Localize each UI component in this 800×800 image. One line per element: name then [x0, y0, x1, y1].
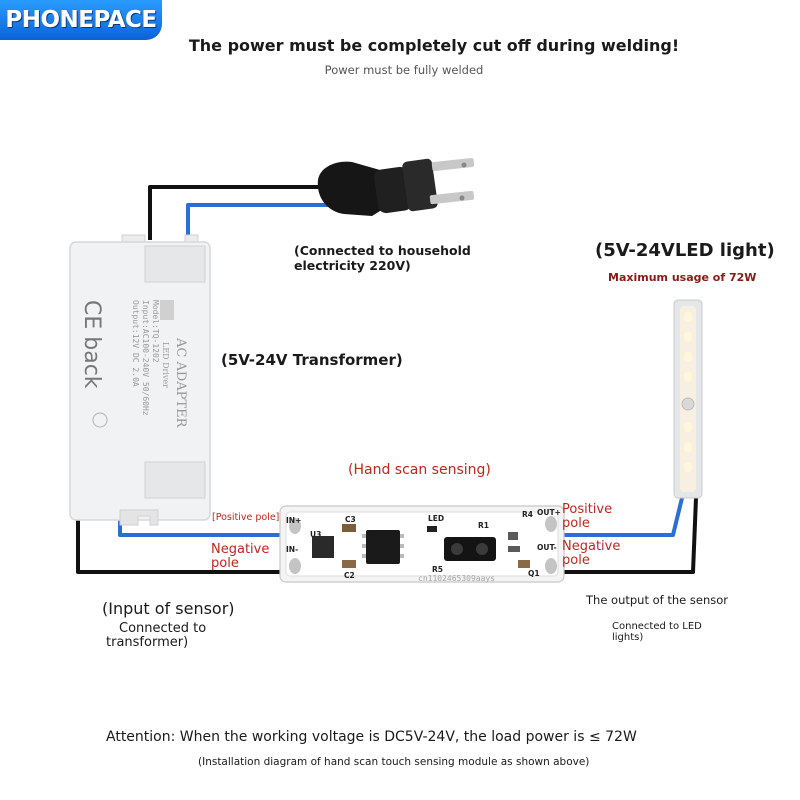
transformer-model: Model:TQ-1202 [151, 300, 160, 363]
transformer-input: Input:AC100-240V 50/60Hz [141, 300, 150, 416]
input-negative-line2: pole [211, 556, 239, 571]
pcb-in-minus: IN- [286, 545, 299, 554]
pcb-out-minus: OUT- [537, 543, 557, 552]
transformer-body [69, 234, 211, 526]
transformer-ce-back: CE back [79, 300, 104, 389]
output-wire-positive [563, 497, 684, 537]
plug-cable-blue [186, 203, 343, 240]
hand-scan-label: (Hand scan sensing) [348, 462, 491, 478]
sensor-input-line2: Connected to [119, 621, 207, 636]
sensor-output-line1: The output of the sensor [586, 593, 729, 607]
page-title: The power must be completely cut off dur… [188, 36, 680, 55]
input-negative-label: Negative pole [211, 543, 269, 571]
output-positive-line2: pole [562, 516, 590, 531]
transformer-output: Output:12V DC 2.0A [131, 300, 140, 387]
transformer-print: CE back AC ADAPTER LED Driver Model:TQ-1… [79, 300, 188, 429]
output-negative-line1: Negative [562, 539, 621, 554]
output-negative-line2: pole [562, 553, 590, 568]
plug-cable-black [148, 185, 343, 240]
sensor-input-line1: (Input of sensor) [102, 599, 235, 618]
pcb-c3: C3 [345, 515, 356, 524]
pcb-r5: R5 [432, 565, 443, 574]
page-subtitle: Power must be fully welded [324, 63, 484, 77]
sensor-output-caption: The output of the sensor Connected to LE… [586, 593, 729, 644]
brand-name: PHONEPACE [5, 7, 157, 33]
plug-label-line2: electricity 220V) [294, 258, 411, 273]
sensor-pcb [279, 505, 565, 583]
pcb-r1: R1 [478, 521, 489, 530]
transformer-label: (5V-24V Transformer) [221, 351, 403, 369]
plug-label: (Connected to household electricity 220V… [294, 243, 471, 273]
pcb-c2: C2 [344, 571, 355, 580]
sensor-input-line3: transformer) [106, 635, 189, 650]
input-wire-negative [76, 505, 283, 574]
output-negative-label: Negative pole [562, 540, 620, 568]
output-positive-line1: Positive [562, 502, 613, 517]
led-light-label: (5V-24VLED light) [595, 240, 775, 261]
plug-label-line1: (Connected to household [294, 243, 471, 258]
sensor-input-caption: (Input of sensor) Connected to transform… [102, 599, 235, 650]
pcb-led: LED [428, 514, 445, 523]
transformer-led-driver: LED Driver [161, 342, 170, 388]
sensor-output-line3: lights) [612, 632, 644, 643]
input-positive-label: [Positive pole] [212, 512, 280, 523]
attention-note: Attention: When the working voltage is D… [106, 729, 637, 745]
pcb-u3: U3 [310, 530, 322, 539]
sensor-output-line2: Connected to LED [612, 621, 702, 632]
pcb-q1: Q1 [528, 569, 540, 578]
power-plug [317, 158, 475, 216]
installation-note: (Installation diagram of hand scan touch… [198, 756, 590, 768]
pcb-watermark: cn1102465309aays [418, 574, 496, 583]
brand-badge: PHONEPACE [0, 0, 162, 40]
transformer-ac-adapter: AC ADAPTER [173, 337, 188, 429]
pcb-r4: R4 [522, 510, 533, 519]
pcb-out-plus: OUT+ [537, 508, 561, 517]
input-negative-line1: Negative [211, 542, 270, 557]
led-light-bar [673, 299, 703, 499]
pcb-in-plus: IN+ [286, 516, 302, 525]
output-wire-negative [563, 497, 698, 574]
output-positive-label: Positive pole [562, 503, 612, 531]
led-max-power: Maximum usage of 72W [608, 271, 757, 284]
